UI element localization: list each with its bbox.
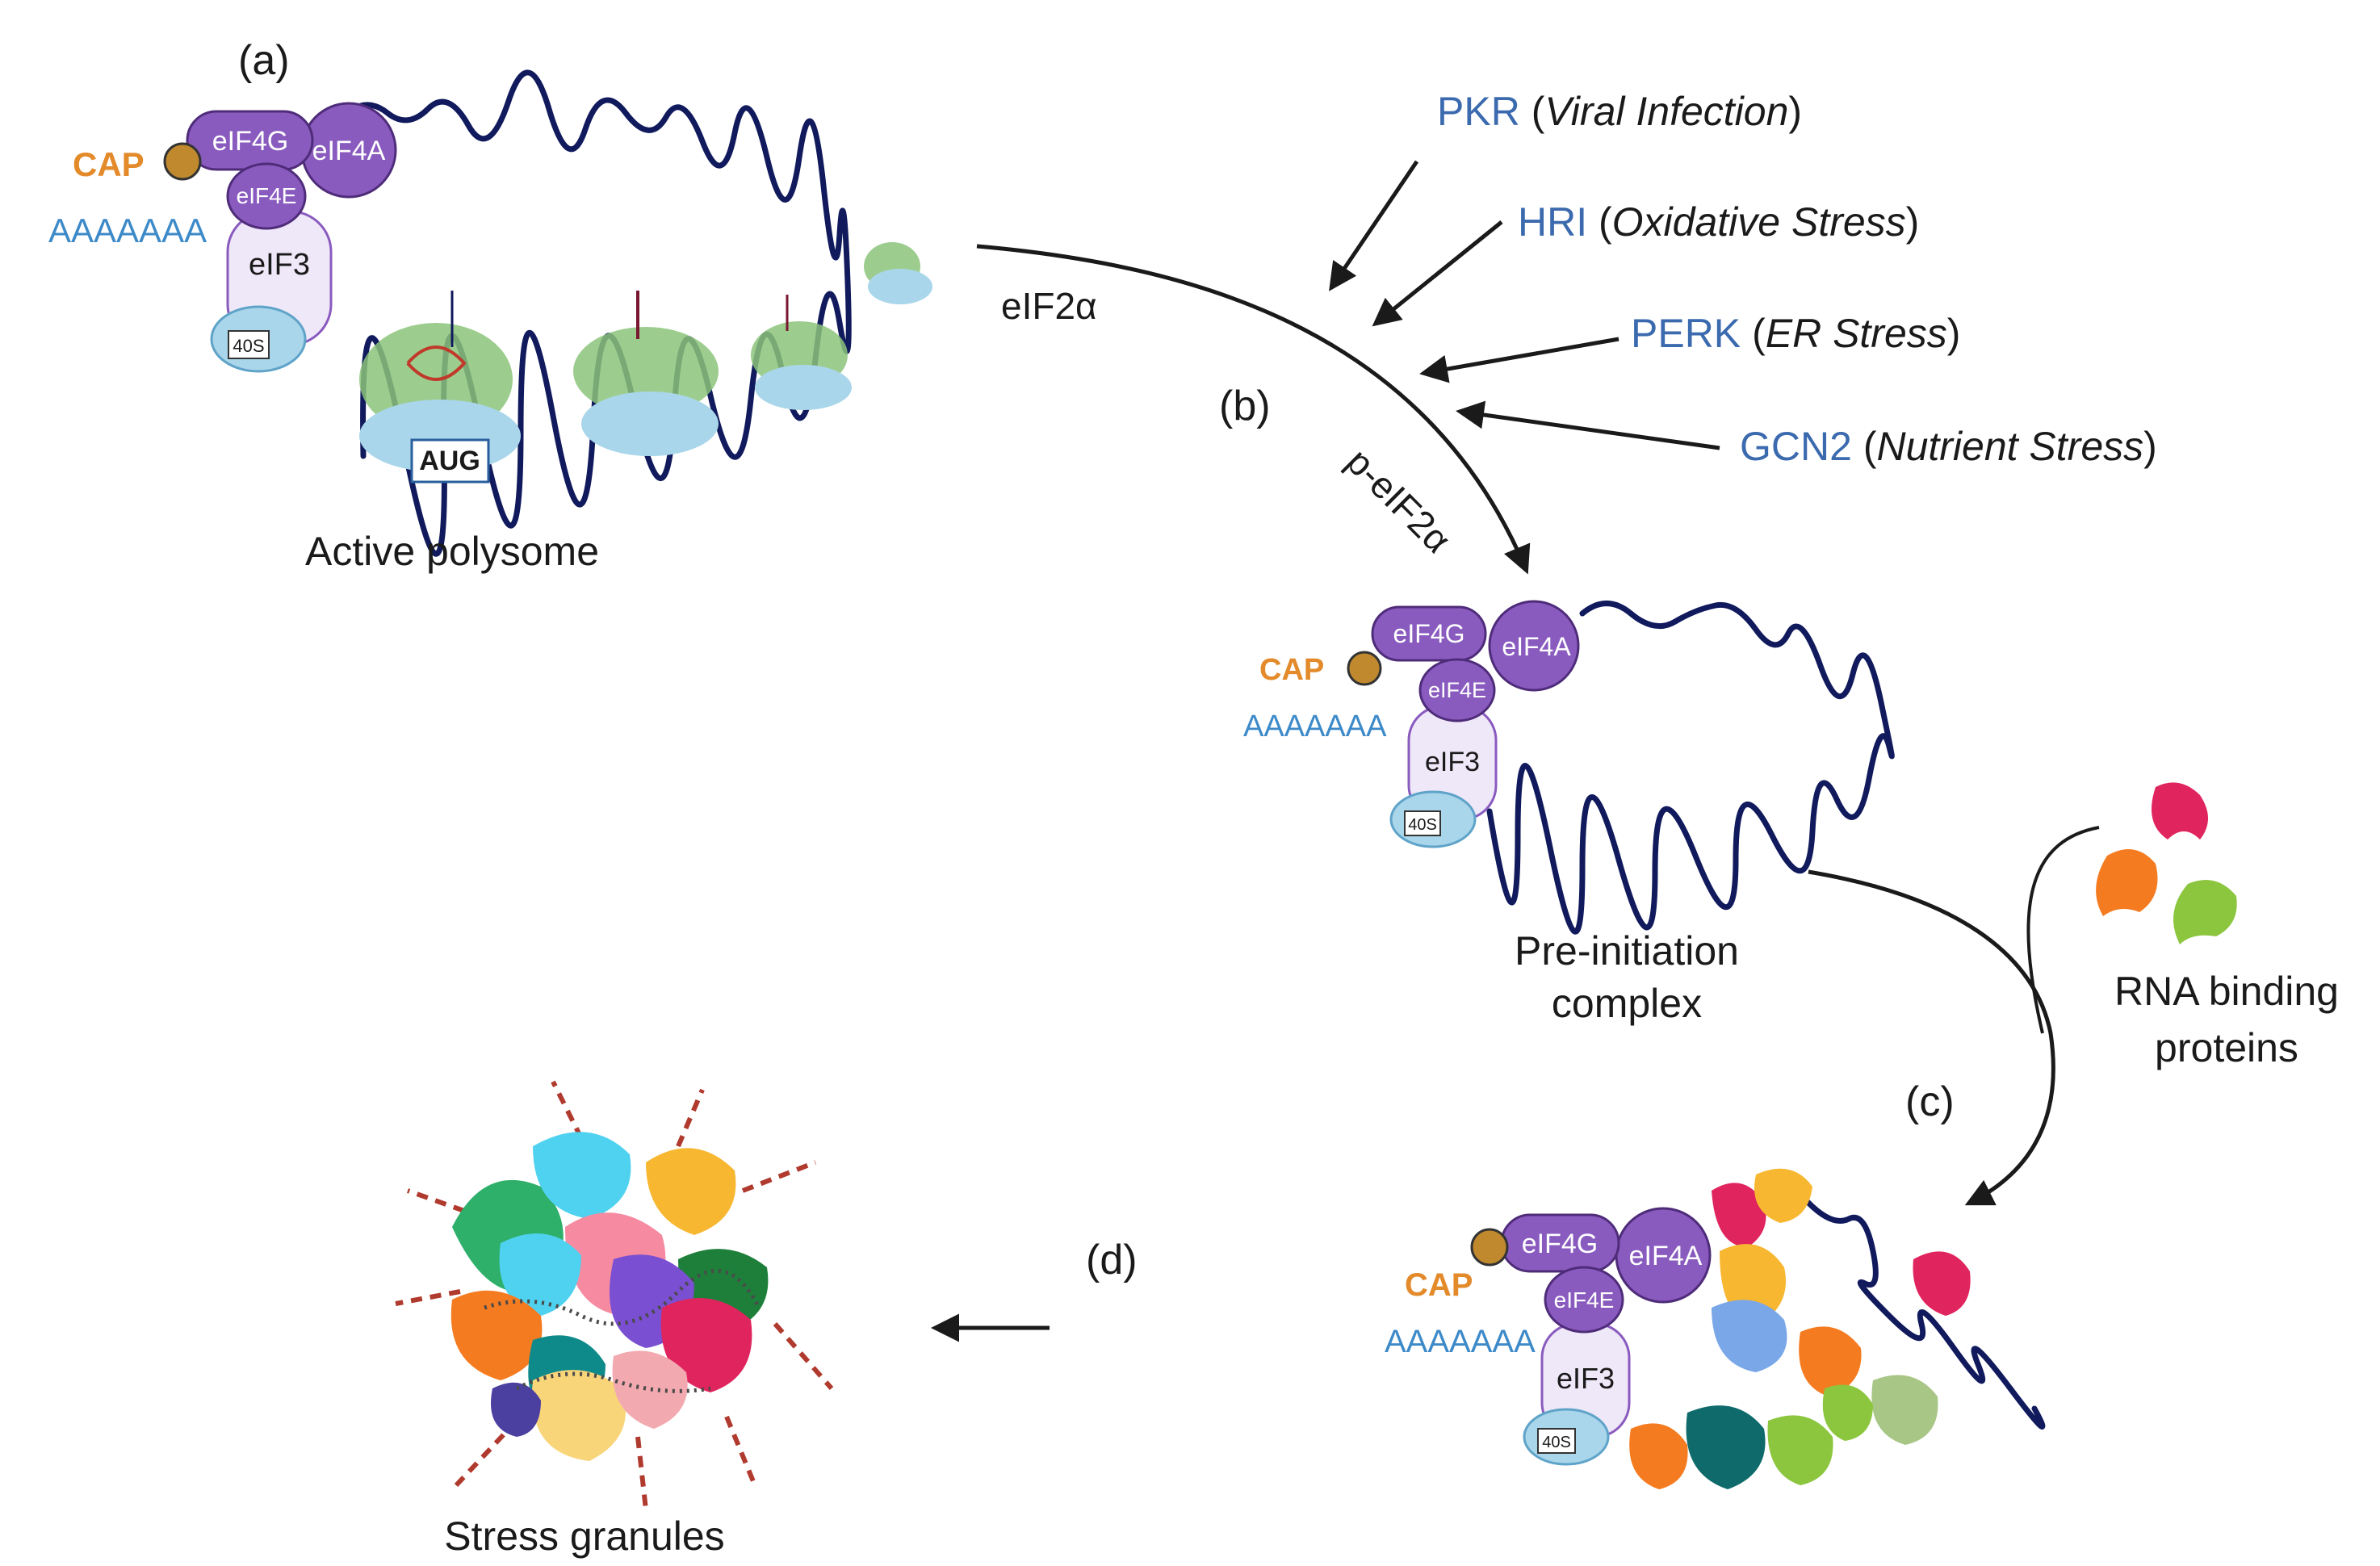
cap-circle	[163, 142, 202, 181]
pkr-arrow	[1329, 160, 1419, 291]
kinase-perk: PERK (ER Stress)	[1631, 311, 1960, 356]
eif4g-label: eIF4G	[1522, 1229, 1598, 1259]
panel-label-c: (c)	[1905, 1078, 1955, 1125]
ribosome-end	[864, 242, 932, 304]
eif2a-label: eIF2α	[1001, 285, 1097, 327]
pre-initiation-label-line1: Pre-initiation	[1515, 928, 1739, 974]
mrna-strand	[1486, 601, 1895, 935]
cap-label: CAP	[73, 145, 145, 183]
kinase-pkr: PKR (Viral Infection)	[1437, 89, 1802, 134]
rbp-bound-complex-illustration: eIF3 40S eIF4A eIF4G eIF4E CAP AAAAAAA	[1385, 1168, 2046, 1489]
cap-circle	[1347, 651, 1382, 686]
ribosome-medium	[573, 291, 719, 456]
eif3-label: eIF3	[249, 248, 310, 282]
stress-granule-illustration	[395, 1080, 834, 1510]
granule-rays	[395, 1080, 834, 1510]
active-polysome-label: Active polysome	[305, 529, 599, 574]
p-eif2a-label: p-eIF2α	[1339, 440, 1460, 561]
gcn2-arrow	[1456, 400, 1720, 450]
kinase-list: PKR (Viral Infection) HRI (Oxidative Str…	[1437, 89, 2157, 469]
eif4e-label: eIF4E	[1428, 678, 1486, 702]
s40-label: 40S	[1542, 1434, 1571, 1451]
rbp-cluster	[2096, 782, 2237, 944]
pre-initiation-illustration: eIF3 40S eIF4A eIF4G eIF4E CAP AAAAAAA	[1243, 600, 1895, 935]
eif4e-shape	[1418, 658, 1496, 722]
eif4g-label: eIF4G	[212, 126, 288, 157]
eif4a-label: eIF4A	[1502, 632, 1571, 661]
aug-box	[410, 438, 490, 484]
eif4e-label: eIF4E	[1554, 1288, 1615, 1313]
cap-circle	[1470, 1228, 1509, 1267]
hri-arrow	[1372, 220, 1503, 327]
eif4a-circle	[1488, 600, 1580, 692]
perk-arrow	[1419, 337, 1619, 383]
aug-label: AUG	[419, 446, 480, 476]
ribosome-small	[751, 295, 852, 410]
eif2a-arrow	[976, 244, 1531, 575]
eif4g-label: eIF4G	[1393, 619, 1465, 648]
rbp-label-line1: RNA binding	[2114, 969, 2339, 1014]
granule-rna	[484, 1268, 761, 1393]
polya-label: AAAAAAA	[1385, 1324, 1536, 1359]
polya-label: AAAAAAA	[48, 211, 207, 249]
eif4e-shape	[1544, 1266, 1624, 1334]
panel-label-a: (a)	[238, 37, 290, 84]
stress-granules-label: Stress granules	[444, 1514, 724, 1559]
kinase-hri: HRI (Oxidative Stress)	[1518, 199, 1919, 245]
panel-label-b: (b)	[1219, 383, 1271, 429]
cap-label: CAP	[1259, 653, 1324, 687]
s40-label: 40S	[233, 336, 264, 356]
rbp-label-line2: proteins	[2155, 1025, 2298, 1070]
eif3-label: eIF3	[1425, 747, 1480, 777]
pre-initiation-to-rbp-arrow	[1808, 869, 2055, 1206]
mrna-strand	[1757, 1187, 2046, 1430]
eif3-label: eIF3	[1557, 1362, 1615, 1395]
panel-label-d: (d)	[1086, 1237, 1138, 1283]
cap-label: CAP	[1405, 1267, 1473, 1303]
kinase-gcn2: GCN2 (Nutrient Stress)	[1740, 424, 2157, 469]
eif4a-label: eIF4A	[1629, 1241, 1703, 1271]
pre-initiation-label-line2: complex	[1552, 981, 1702, 1026]
polya-label: AAAAAAA	[1243, 710, 1387, 743]
eif4g-box	[1371, 605, 1487, 662]
eif4e-label: eIF4E	[237, 183, 297, 208]
eif4a-label: eIF4A	[312, 136, 386, 166]
active-polysome-illustration: AUG eIF3 40S eIF4A eIF4G eIF4E CAP AAAAA…	[48, 69, 932, 557]
s40-label: 40S	[1408, 816, 1437, 834]
eif4e-shape	[226, 162, 307, 230]
rbp-feed-line	[2026, 826, 2100, 1034]
